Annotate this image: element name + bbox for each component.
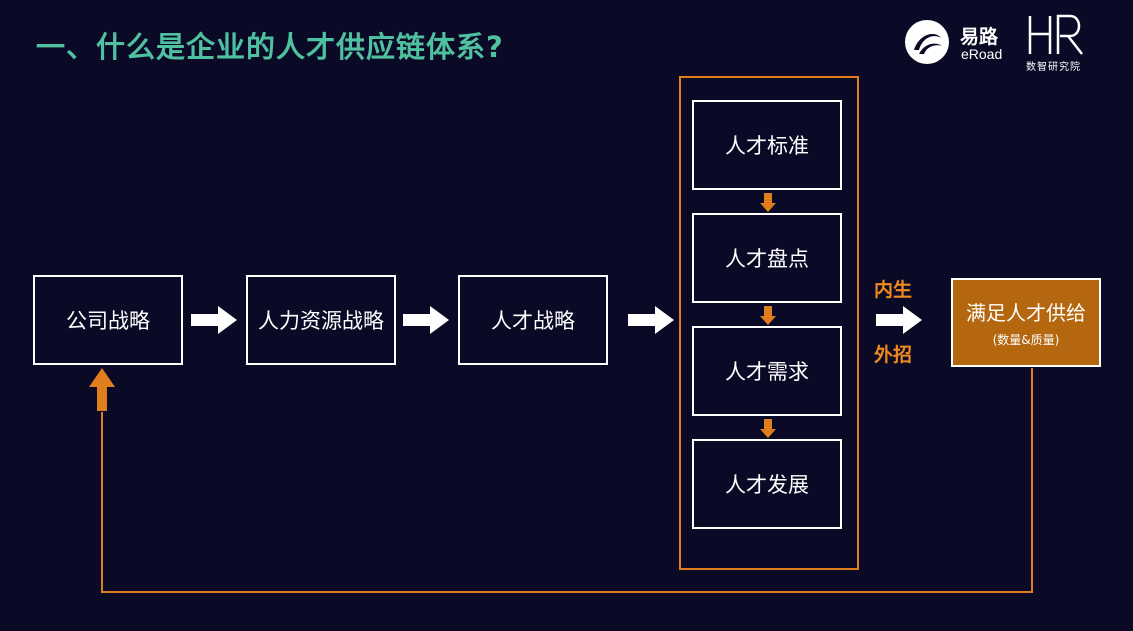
talent-development-box: 人才发展 <box>692 439 842 529</box>
arrow-right-icon <box>403 306 449 334</box>
eroad-logo: 易路 eRoad <box>905 20 1015 66</box>
arrow-down-icon <box>760 193 776 212</box>
arrow-right-icon <box>628 306 674 334</box>
internal-channel-label: 内生 <box>874 279 913 301</box>
eroad-road-icon <box>905 20 949 64</box>
arrow-right-icon <box>876 306 922 334</box>
talent-inventory-box: 人才盘点 <box>692 213 842 303</box>
hr-mark-icon <box>1028 14 1083 55</box>
arrow-right-icon <box>191 306 237 334</box>
talent-supply-result-box: 满足人才供给 (数量&质量) <box>951 278 1101 367</box>
hr-logo: 数智研究院 <box>1022 14 1088 74</box>
hr-logo-subtitle: 数智研究院 <box>1026 62 1081 73</box>
talent-process-group <box>679 76 859 570</box>
external-channel-label: 外招 <box>874 344 913 366</box>
eroad-english-name: eRoad <box>961 46 1003 62</box>
talent-demand-box: 人才需求 <box>692 326 842 416</box>
arrow-up-icon <box>89 368 115 411</box>
talent-standard-box: 人才标准 <box>692 100 842 190</box>
feedback-loop-line <box>101 368 1033 593</box>
page-title: 一、什么是企业的人才供应链体系? <box>36 30 504 64</box>
company-strategy-box: 公司战略 <box>33 275 183 365</box>
eroad-chinese-name: 易路 <box>960 26 999 48</box>
talent-strategy-box: 人才战略 <box>458 275 608 365</box>
arrow-down-icon <box>760 306 776 325</box>
hr-strategy-box: 人力资源战略 <box>246 275 396 365</box>
arrow-down-icon <box>760 419 776 438</box>
result-sub-label: (数量&质量) <box>992 333 1060 347</box>
result-main-label: 满足人才供给 <box>966 301 1086 325</box>
